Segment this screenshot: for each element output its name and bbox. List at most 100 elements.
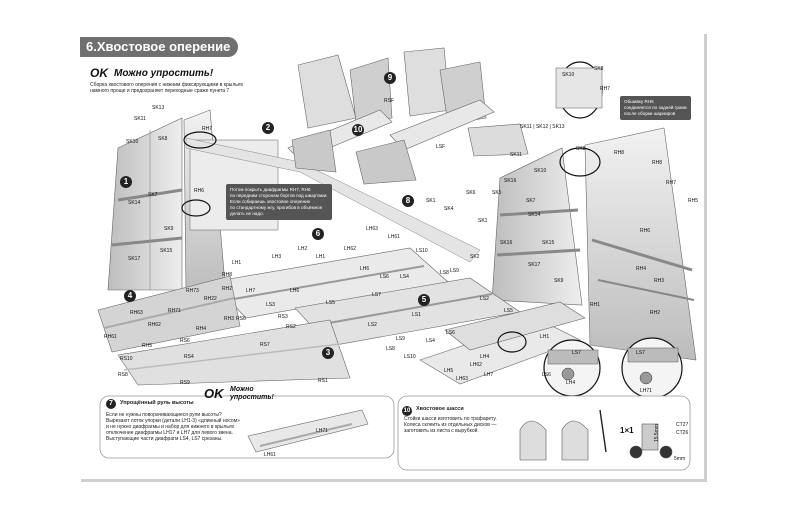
box10-line-1: Стойки шасси изготовить по трафарету. — [404, 416, 497, 422]
part-label: LS8 — [386, 346, 395, 352]
part-label: SK1 — [478, 218, 488, 224]
part-label: SK17 — [528, 262, 541, 268]
part-label: LS2 — [368, 322, 377, 328]
part-label: RH5 — [142, 343, 153, 349]
part-label: LS6 — [542, 372, 551, 378]
part-label: SK9 — [164, 226, 174, 232]
section-title: 6.Хвостовое оперение — [86, 39, 231, 54]
part-label: SK16 — [500, 240, 513, 246]
part-label: RS3 — [278, 314, 288, 320]
part-label: RS6 — [236, 316, 246, 322]
diaphragm-note-line-4: по стандартному жгу, прогибов в объёмное — [230, 205, 323, 210]
stabilizer-frames — [211, 247, 586, 385]
part-label: LH6 — [290, 288, 300, 294]
tail-gear-drawing — [519, 409, 673, 461]
part-label: LSF — [436, 144, 446, 150]
part-label: SK4 — [444, 206, 454, 212]
box10-title: Хвостовое шасси — [416, 406, 464, 412]
part-label: RS7 — [260, 342, 270, 348]
part-label: SK8 — [594, 66, 604, 72]
part-label: RS6 — [180, 338, 190, 344]
rh5-note-line-3: после сборки шарниров — [624, 111, 676, 116]
ok-badge: OK — [90, 66, 108, 80]
part-label: LS4 — [400, 274, 409, 280]
simplify2-line-2: упростить! — [230, 394, 274, 401]
part-label: RH6 — [194, 188, 205, 194]
part-label: SK11 — [510, 152, 522, 158]
part-label: SK1 — [426, 198, 436, 204]
part-label: LS6 — [446, 330, 455, 336]
part-label: LS9 — [396, 336, 405, 342]
step-number-8: 8 — [402, 195, 414, 207]
part-label: RS4 — [184, 354, 194, 360]
part-label: SK8 — [158, 136, 168, 142]
part-label: SK15 — [160, 248, 173, 254]
step-number-1: 1 — [120, 176, 132, 188]
part-label: RS10 — [120, 356, 133, 362]
rudder-right — [584, 127, 697, 361]
step-number-5: 5 — [418, 294, 430, 306]
simplify-text-1: Сборка хвостового оперения с нижним фикс… — [90, 82, 244, 88]
simplify-text-2: намного проще и предохраняет переходные … — [90, 88, 230, 94]
step-number-2: 2 — [262, 122, 274, 134]
diaphragm-note-line-1: Потом покрыть диафрагмы RH7, RH6 — [230, 187, 311, 192]
part-label: SK5 — [492, 190, 502, 196]
part-label: RH3 — [654, 278, 665, 284]
fin-left — [107, 117, 183, 291]
part-label: RH62 — [148, 322, 161, 328]
part-label: LS10 — [416, 248, 428, 254]
part-label: RS2 — [286, 324, 296, 330]
step-number-9: 9 — [384, 72, 396, 84]
part-label: RH71 — [168, 308, 181, 314]
part-label: LH7 — [246, 288, 256, 294]
part-label: RS1 — [318, 378, 328, 384]
diaphragm-note-line-2: по передним сторонам бортов под швартами… — [230, 193, 328, 198]
part-label: LH4 — [480, 354, 490, 360]
part-label: LS5 — [326, 300, 335, 306]
part-label: LH7 — [484, 372, 494, 378]
part-label: LH61 — [264, 452, 276, 458]
part-label: RH4 — [636, 266, 647, 272]
simplify2-line-1: Можно — [230, 386, 254, 393]
part-label: SK15 — [542, 240, 555, 246]
part-label: RH61 — [104, 334, 117, 340]
part-label: LS5 — [504, 308, 513, 314]
part-label: SK11 — [134, 116, 146, 122]
part-label: SK16 — [504, 178, 517, 184]
part-label: SK17 — [128, 256, 141, 262]
part-label: RH2 — [650, 310, 661, 316]
part-label: LH63 — [366, 226, 378, 232]
part-label: RH8 — [652, 160, 663, 166]
rh5-note: Обшивку RH5 соединяется по задней грани … — [620, 96, 691, 120]
part-label: LH61 — [388, 234, 400, 240]
part-label: RH4 — [196, 326, 207, 332]
part-label: SK2 — [470, 254, 480, 260]
part-label: RH73 — [186, 288, 199, 294]
hinge-details — [547, 67, 679, 385]
part-label: LH1 — [540, 334, 550, 340]
part-label: SK10 — [126, 139, 139, 145]
step-number-6: 6 — [312, 228, 324, 240]
diaphragm-note: Потом покрыть диафрагмы RH7, RH6 по пере… — [226, 184, 332, 220]
part-label: RH2 — [222, 286, 233, 292]
part-label: SK7 — [148, 192, 158, 198]
part-label: LH62 — [344, 246, 356, 252]
part-label: RH1 — [590, 302, 601, 308]
part-label: RH8 — [222, 272, 233, 278]
part-label: RH22 — [204, 296, 217, 302]
part-label: LH2 — [298, 246, 308, 252]
part-label: LH62 — [470, 362, 482, 368]
part-label: SK8 — [576, 146, 586, 152]
part-label: LS8 — [440, 270, 449, 276]
part-label: LH3 — [272, 254, 282, 260]
part-label: RS9 — [180, 380, 190, 386]
box7-title: Упрощённый руль высоты — [120, 400, 194, 406]
part-label: RS8 — [118, 372, 128, 378]
wheel-part-2: CT26 — [676, 430, 689, 436]
part-label: LS4 — [426, 338, 435, 344]
step-number-10b: 10 — [402, 406, 412, 416]
part-label: RH7 — [202, 126, 213, 132]
part-label: SK13 — [152, 105, 165, 111]
diaphragm-note-line-5: делать не надо. — [230, 211, 264, 216]
step-number-7: 7 — [106, 399, 116, 409]
